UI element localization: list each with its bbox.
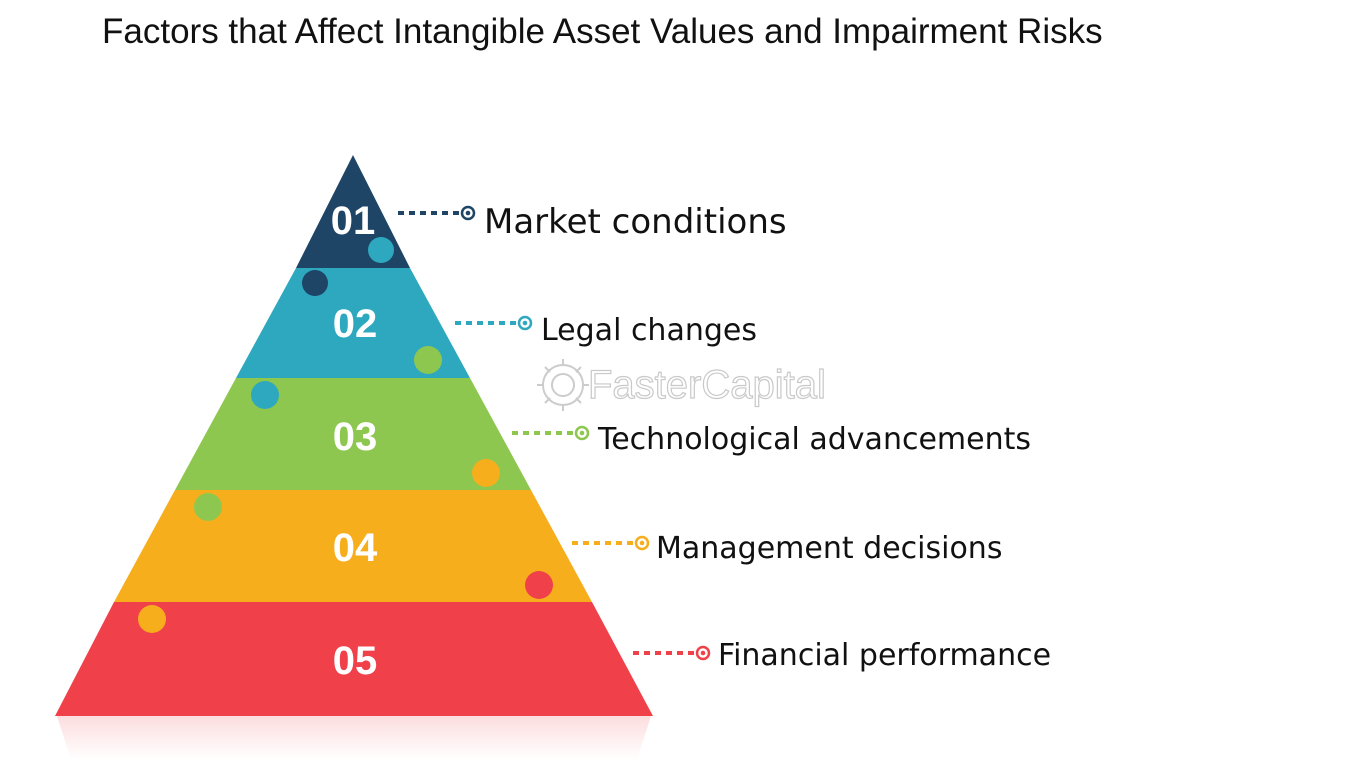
puzzle-tab xyxy=(251,381,279,409)
puzzle-tab xyxy=(525,571,553,599)
connector-02 xyxy=(455,315,533,331)
watermark-text: FasterCapital xyxy=(588,363,826,407)
connectors xyxy=(398,205,711,661)
puzzle-tab xyxy=(368,237,394,263)
tier-02 xyxy=(236,268,470,378)
gear-icon xyxy=(537,359,589,411)
puzzle-tabs xyxy=(138,237,553,633)
tier-numbers: 01 02 03 04 05 xyxy=(331,199,378,683)
tier-number: 05 xyxy=(333,639,378,683)
factor-label-financial-performance: Financial performance xyxy=(718,638,1051,673)
puzzle-tab xyxy=(302,270,328,296)
factor-label-legal-changes: Legal changes xyxy=(541,313,757,348)
page-title: Factors that Affect Intangible Asset Val… xyxy=(102,12,1103,51)
connector-01 xyxy=(398,205,476,221)
factor-label-management-decisions: Management decisions xyxy=(656,531,1002,566)
puzzle-tab xyxy=(414,346,442,374)
puzzle-tab xyxy=(472,459,500,487)
tier-number: 01 xyxy=(331,199,376,243)
connector-04 xyxy=(572,535,650,551)
factor-labels: Market conditions Legal changes Technolo… xyxy=(484,202,1051,673)
connector-03 xyxy=(512,425,590,441)
tier-04 xyxy=(114,490,592,602)
tier-number: 04 xyxy=(333,526,378,570)
puzzle-tab xyxy=(138,605,166,633)
tier-number: 03 xyxy=(333,415,378,459)
connector-05 xyxy=(633,645,711,661)
tier-number: 02 xyxy=(333,302,378,346)
factor-label-market-conditions: Market conditions xyxy=(484,202,787,242)
watermark-logo: FasterCapital xyxy=(537,359,826,411)
factor-label-technological-advancements: Technological advancements xyxy=(597,422,1031,457)
puzzle-tab xyxy=(194,493,222,521)
pyramid-reflection xyxy=(57,716,651,760)
tier-05 xyxy=(55,602,653,716)
